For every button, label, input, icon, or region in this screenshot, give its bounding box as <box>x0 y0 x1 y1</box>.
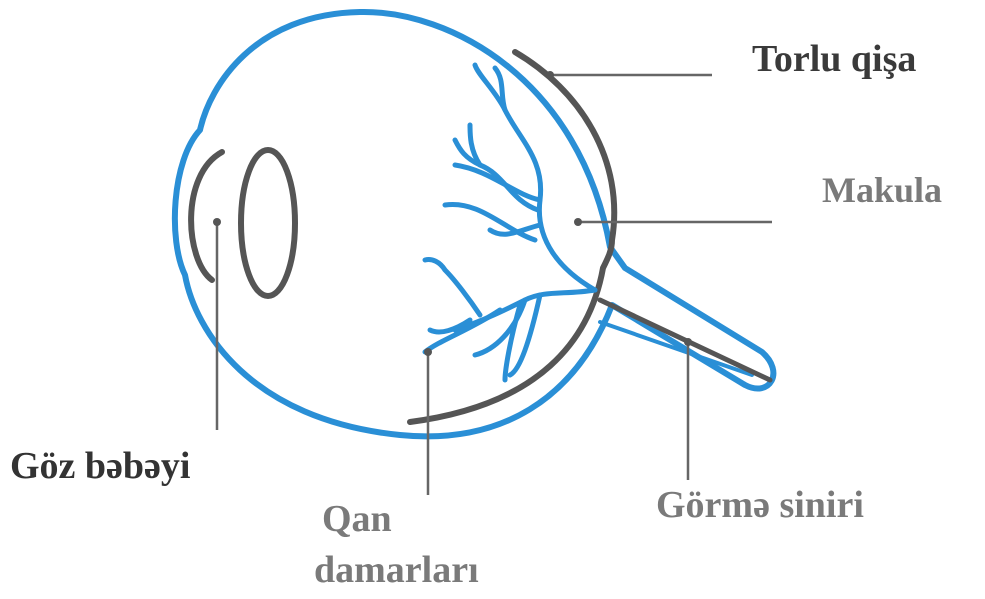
leader-lines <box>217 75 772 495</box>
dot-pupil <box>213 218 221 226</box>
label-macula: Makula <box>822 172 942 208</box>
dot-optic-nerve <box>684 338 692 346</box>
label-retina: Torlu qişa <box>752 40 916 78</box>
retina-curve <box>410 52 614 422</box>
dot-macula <box>574 218 582 226</box>
label-vessels-line1: Qan <box>322 500 392 538</box>
label-vessels-line2: damarları <box>314 551 479 589</box>
blood-vessels <box>425 65 595 380</box>
dot-retina <box>546 71 554 79</box>
dot-vessels <box>424 348 432 356</box>
label-optic-nerve: Görmə siniri <box>656 486 864 524</box>
label-pupil: Göz bəbəyi <box>10 447 190 485</box>
lens <box>241 150 295 296</box>
